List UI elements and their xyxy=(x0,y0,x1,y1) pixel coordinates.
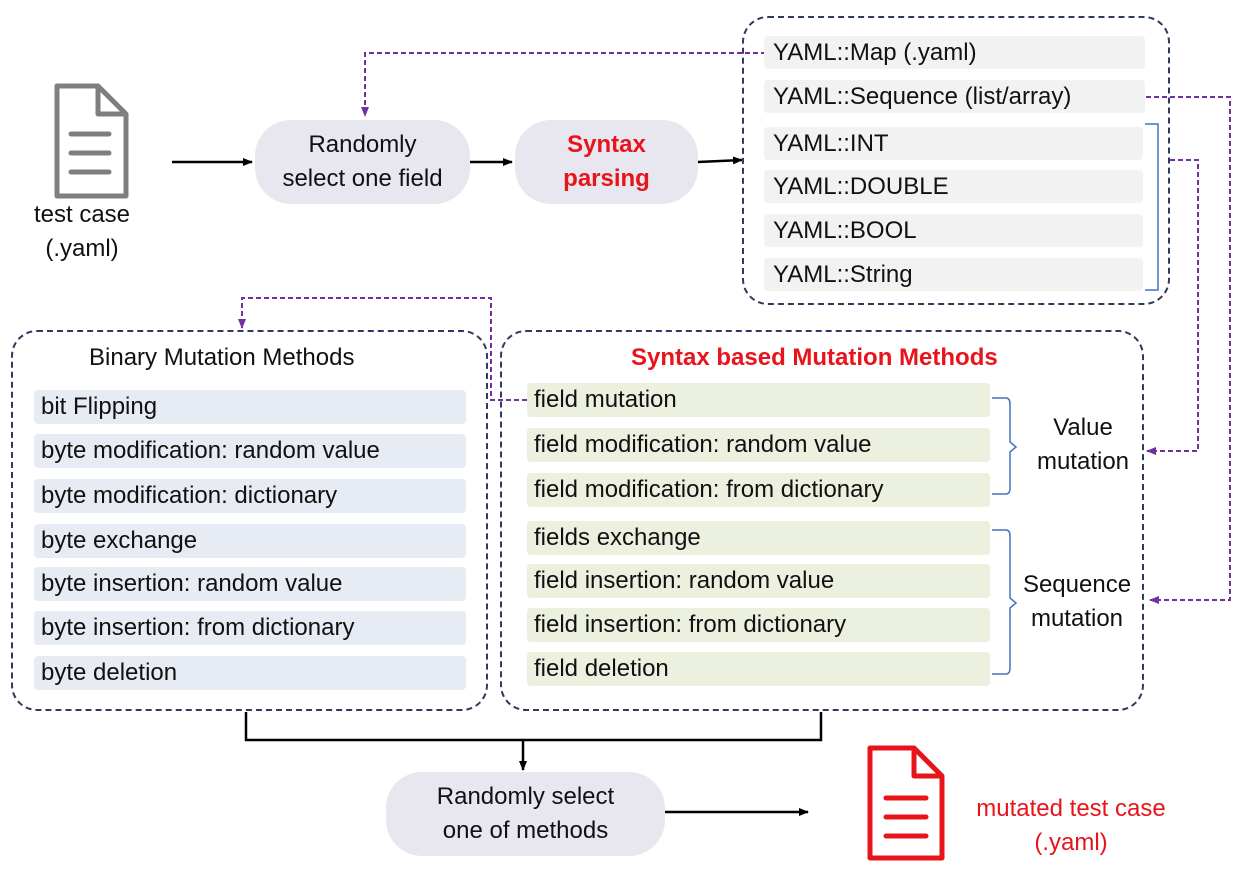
binary-method-item: byte modification: dictionary xyxy=(34,479,466,513)
yaml-types-box xyxy=(742,16,1170,305)
yaml-type-bool: YAML::BOOL xyxy=(764,214,1143,247)
output-file-label: mutated test case (.yaml) xyxy=(976,795,1166,856)
dashed-map-to-select xyxy=(361,52,766,117)
binary-method-item: byte exchange xyxy=(34,524,466,558)
syntax-method-item: fields exchange xyxy=(527,521,990,555)
yaml-type-sequence: YAML::Sequence (list/array) xyxy=(764,80,1145,113)
dashed-sequence-to-sequence xyxy=(1146,96,1231,604)
input-document-icon xyxy=(54,83,129,199)
syntax-method-item: field modification: from dictionary xyxy=(527,473,990,507)
binary-method-item: byte insertion: from dictionary xyxy=(34,611,466,645)
binary-method-item: bit Flipping xyxy=(34,390,466,424)
select-method-node: Randomly select one of methods xyxy=(386,772,665,856)
syntax-method-item: field mutation xyxy=(527,383,990,417)
yaml-type-double: YAML::DOUBLE xyxy=(764,170,1143,203)
sequence-mutation-label: Sequence mutation xyxy=(1022,571,1132,632)
binary-method-item: byte insertion: random value xyxy=(34,567,466,601)
yaml-type-map: YAML::Map (.yaml) xyxy=(764,36,1145,69)
binary-method-item: byte modification: random value xyxy=(34,434,466,468)
syntax-method-item: field modification: random value xyxy=(527,428,990,462)
output-document-icon xyxy=(867,745,945,861)
dashed-field-mutation-to-binary xyxy=(238,297,527,401)
input-file-label: test case (.yaml) xyxy=(33,201,131,262)
binary-methods-box xyxy=(11,330,488,711)
merge-line xyxy=(244,712,823,742)
syntax-method-item: field deletion xyxy=(527,652,990,686)
select-field-node: Randomly select one field xyxy=(255,120,470,204)
syntax-method-item: field insertion: random value xyxy=(527,564,990,598)
bracket-value-mutation xyxy=(992,397,1018,495)
arrow-parse-to-types xyxy=(697,156,743,165)
bracket-sequence-mutation xyxy=(992,529,1018,675)
syntax-method-item: field insertion: from dictionary xyxy=(527,608,990,642)
syntax-parsing-node: Syntax parsing xyxy=(515,120,698,204)
value-mutation-label: Value mutation xyxy=(1036,414,1130,475)
yaml-type-int: YAML::INT xyxy=(764,127,1143,160)
dashed-scalars-to-value xyxy=(1146,159,1199,455)
syntax-methods-box xyxy=(500,330,1144,711)
yaml-type-string: YAML::String xyxy=(764,258,1143,291)
syntax-methods-title: Syntax based Mutation Methods xyxy=(631,344,998,371)
binary-method-item: byte deletion xyxy=(34,656,466,690)
binary-methods-title: Binary Mutation Methods xyxy=(89,344,355,371)
